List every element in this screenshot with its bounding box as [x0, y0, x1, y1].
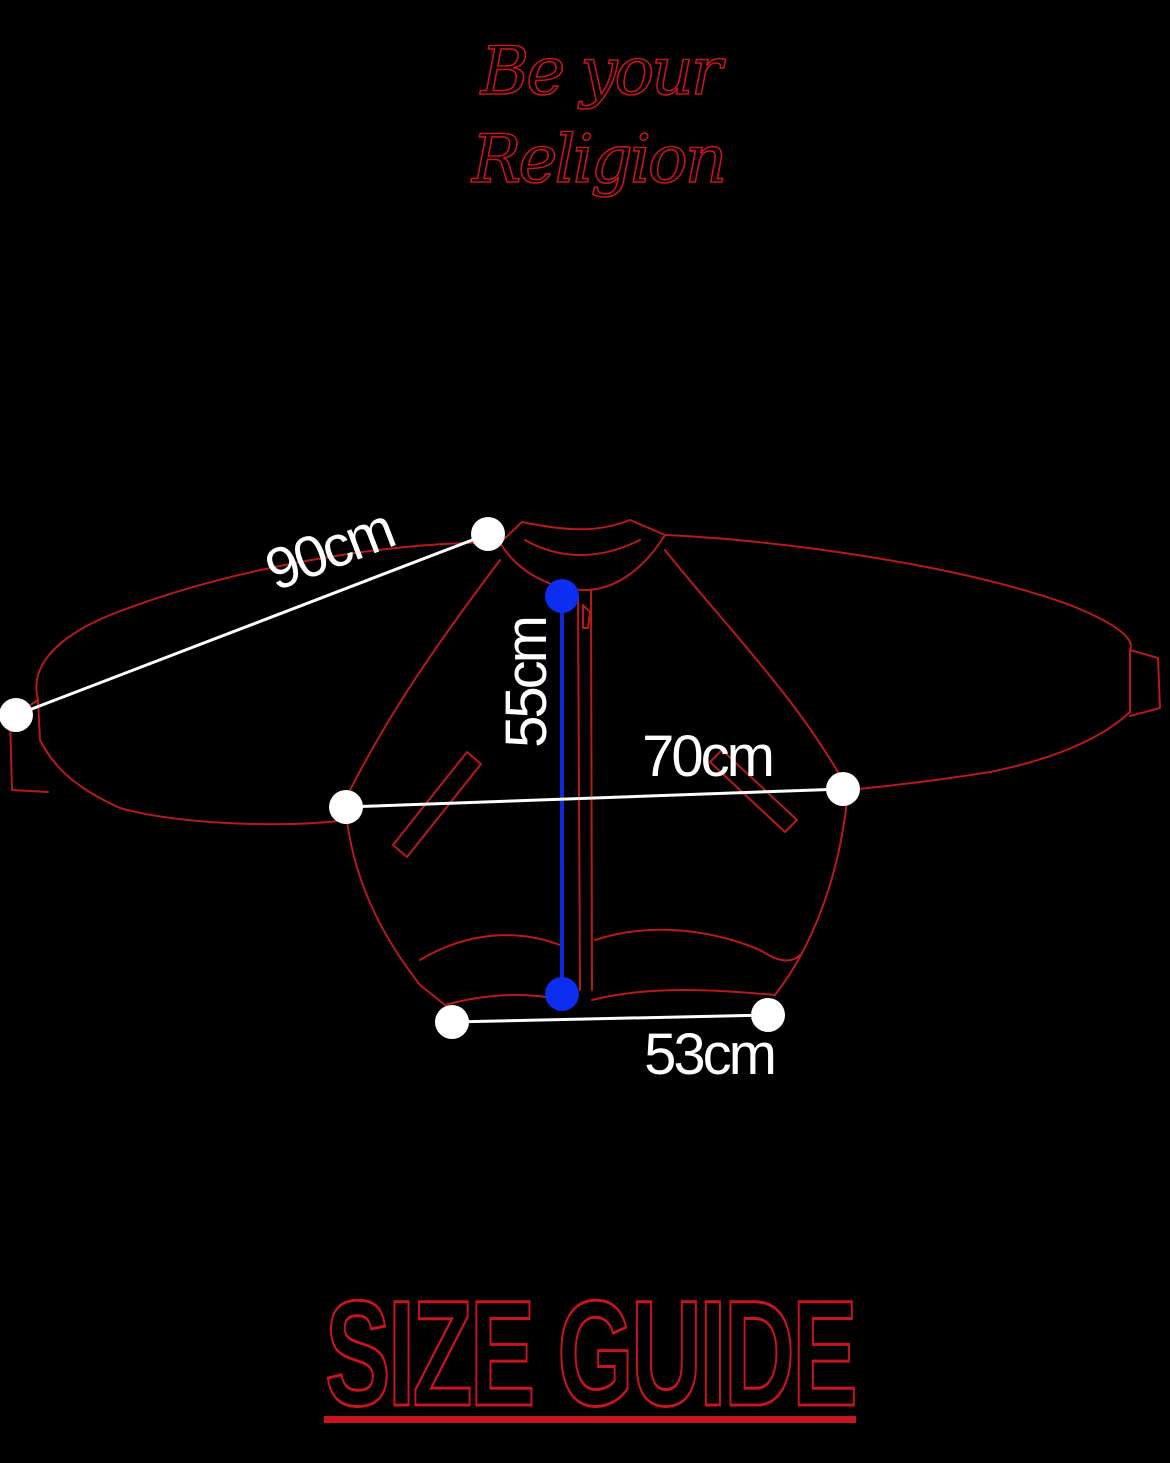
chest-left-dot: [329, 790, 363, 824]
waistband-bottom: [444, 989, 776, 1006]
right-pocket: [709, 749, 798, 833]
sleeve-measurement: 90cm: [0, 496, 505, 732]
chest-measure-line: [345, 787, 844, 809]
collar-inner: [524, 539, 641, 556]
right-cuff: [1129, 649, 1161, 717]
title-text: SIZE GUIDE: [325, 1269, 855, 1437]
sleeve-label: 90cm: [257, 496, 401, 603]
hem-left-dot: [435, 1005, 469, 1039]
left-sleeve: [35, 541, 501, 826]
hem-measurement: 53cm: [435, 998, 785, 1087]
jacket-outline: [9, 519, 1161, 1006]
sleeve-measure-line: [15, 532, 489, 717]
chest-label: 70cm: [642, 724, 772, 789]
brand-logo: Be your Religion: [470, 32, 730, 199]
length-bottom-dot: [545, 977, 579, 1011]
chest-right-dot: [826, 772, 860, 806]
title-underline: [324, 1416, 856, 1423]
zipper-pull: [582, 604, 591, 629]
sleeve-end-dot: [471, 517, 505, 551]
hem-measure-line: [451, 1013, 769, 1024]
sleeve-start-dot: [0, 698, 33, 732]
length-measurement: 55cm: [494, 579, 579, 1011]
collar: [499, 519, 666, 591]
size-guide-title: SIZE GUIDE: [324, 1268, 861, 1439]
length-top-dot: [545, 579, 579, 613]
brand-line-2: Religion: [471, 121, 725, 198]
hem-label: 53cm: [644, 1022, 774, 1087]
left-pocket: [392, 751, 482, 858]
length-label: 55cm: [494, 618, 559, 748]
hem-right-dot: [751, 998, 785, 1032]
chest-measurement: 70cm: [329, 724, 860, 824]
zipper: [577, 589, 593, 991]
right-sleeve: [664, 534, 1132, 791]
waistband-top: [419, 928, 801, 962]
brand-line-1: Be your: [480, 33, 726, 110]
